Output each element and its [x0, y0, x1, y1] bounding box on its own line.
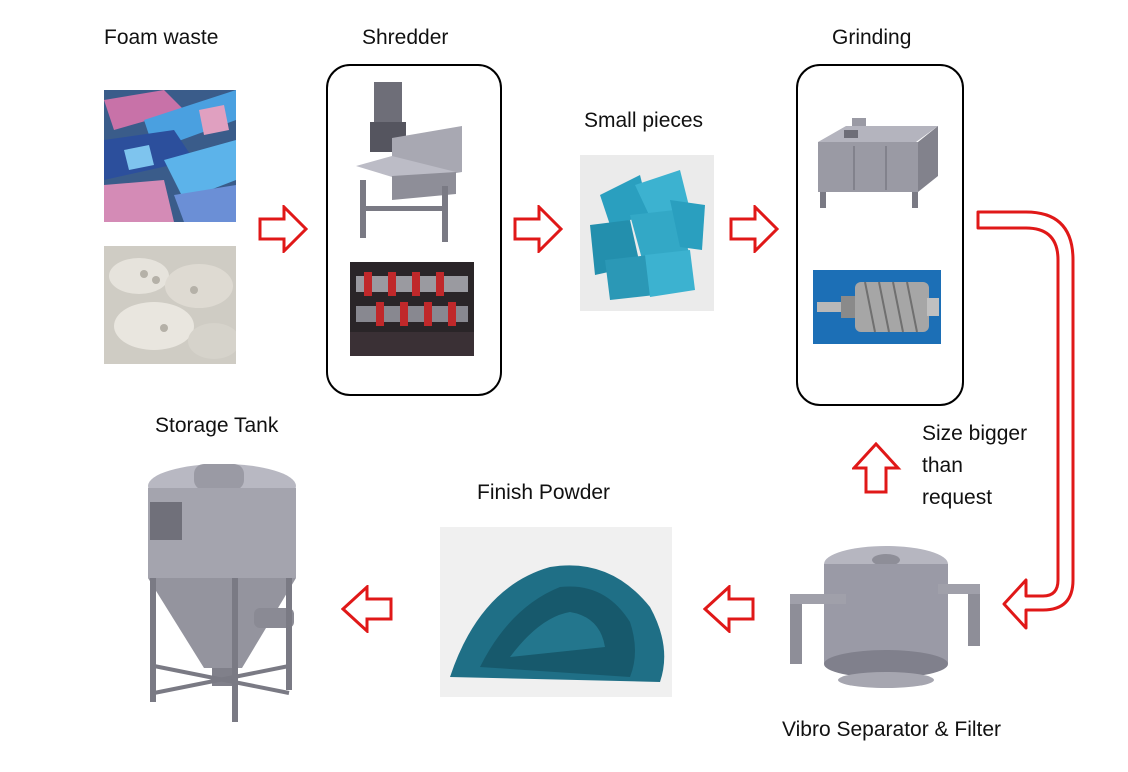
small-pieces-label: Small pieces [584, 109, 704, 132]
grinding-rotor-photo [813, 270, 941, 344]
shredder-blades-photo [350, 262, 474, 356]
grinding-machine-drawing [816, 116, 940, 212]
size-bigger-label-line1: Size bigger [922, 422, 1028, 445]
arrow-right-2 [513, 205, 563, 253]
storage-tank-drawing [144, 458, 304, 722]
shredder-label: Shredder [362, 26, 449, 49]
vibro-separator-drawing [788, 538, 984, 690]
arrow-left-2 [341, 585, 393, 633]
finish-powder-label: Finish Powder [477, 481, 611, 504]
arrow-right-1 [258, 205, 308, 253]
grinding-label: Grinding [832, 26, 912, 49]
foam-waste-white-photo [104, 246, 236, 364]
finish-powder-photo [440, 527, 672, 697]
size-bigger-label-line3: request [922, 486, 993, 509]
small-pieces-photo [580, 155, 714, 311]
vibro-separator-label: Vibro Separator & Filter [782, 718, 1002, 741]
shredder-machine-drawing [352, 76, 476, 242]
storage-tank-label: Storage Tank [155, 414, 279, 437]
curved-arrow-grinding-to-vibro [968, 200, 1088, 640]
arrow-up-return [852, 442, 902, 494]
arrow-left-1 [703, 585, 755, 633]
size-bigger-label-line2: than [922, 454, 963, 477]
foam-waste-label: Foam waste [104, 26, 219, 49]
foam-waste-colored-photo [104, 90, 236, 222]
grinding-box [796, 64, 964, 406]
arrow-right-3 [729, 205, 779, 253]
